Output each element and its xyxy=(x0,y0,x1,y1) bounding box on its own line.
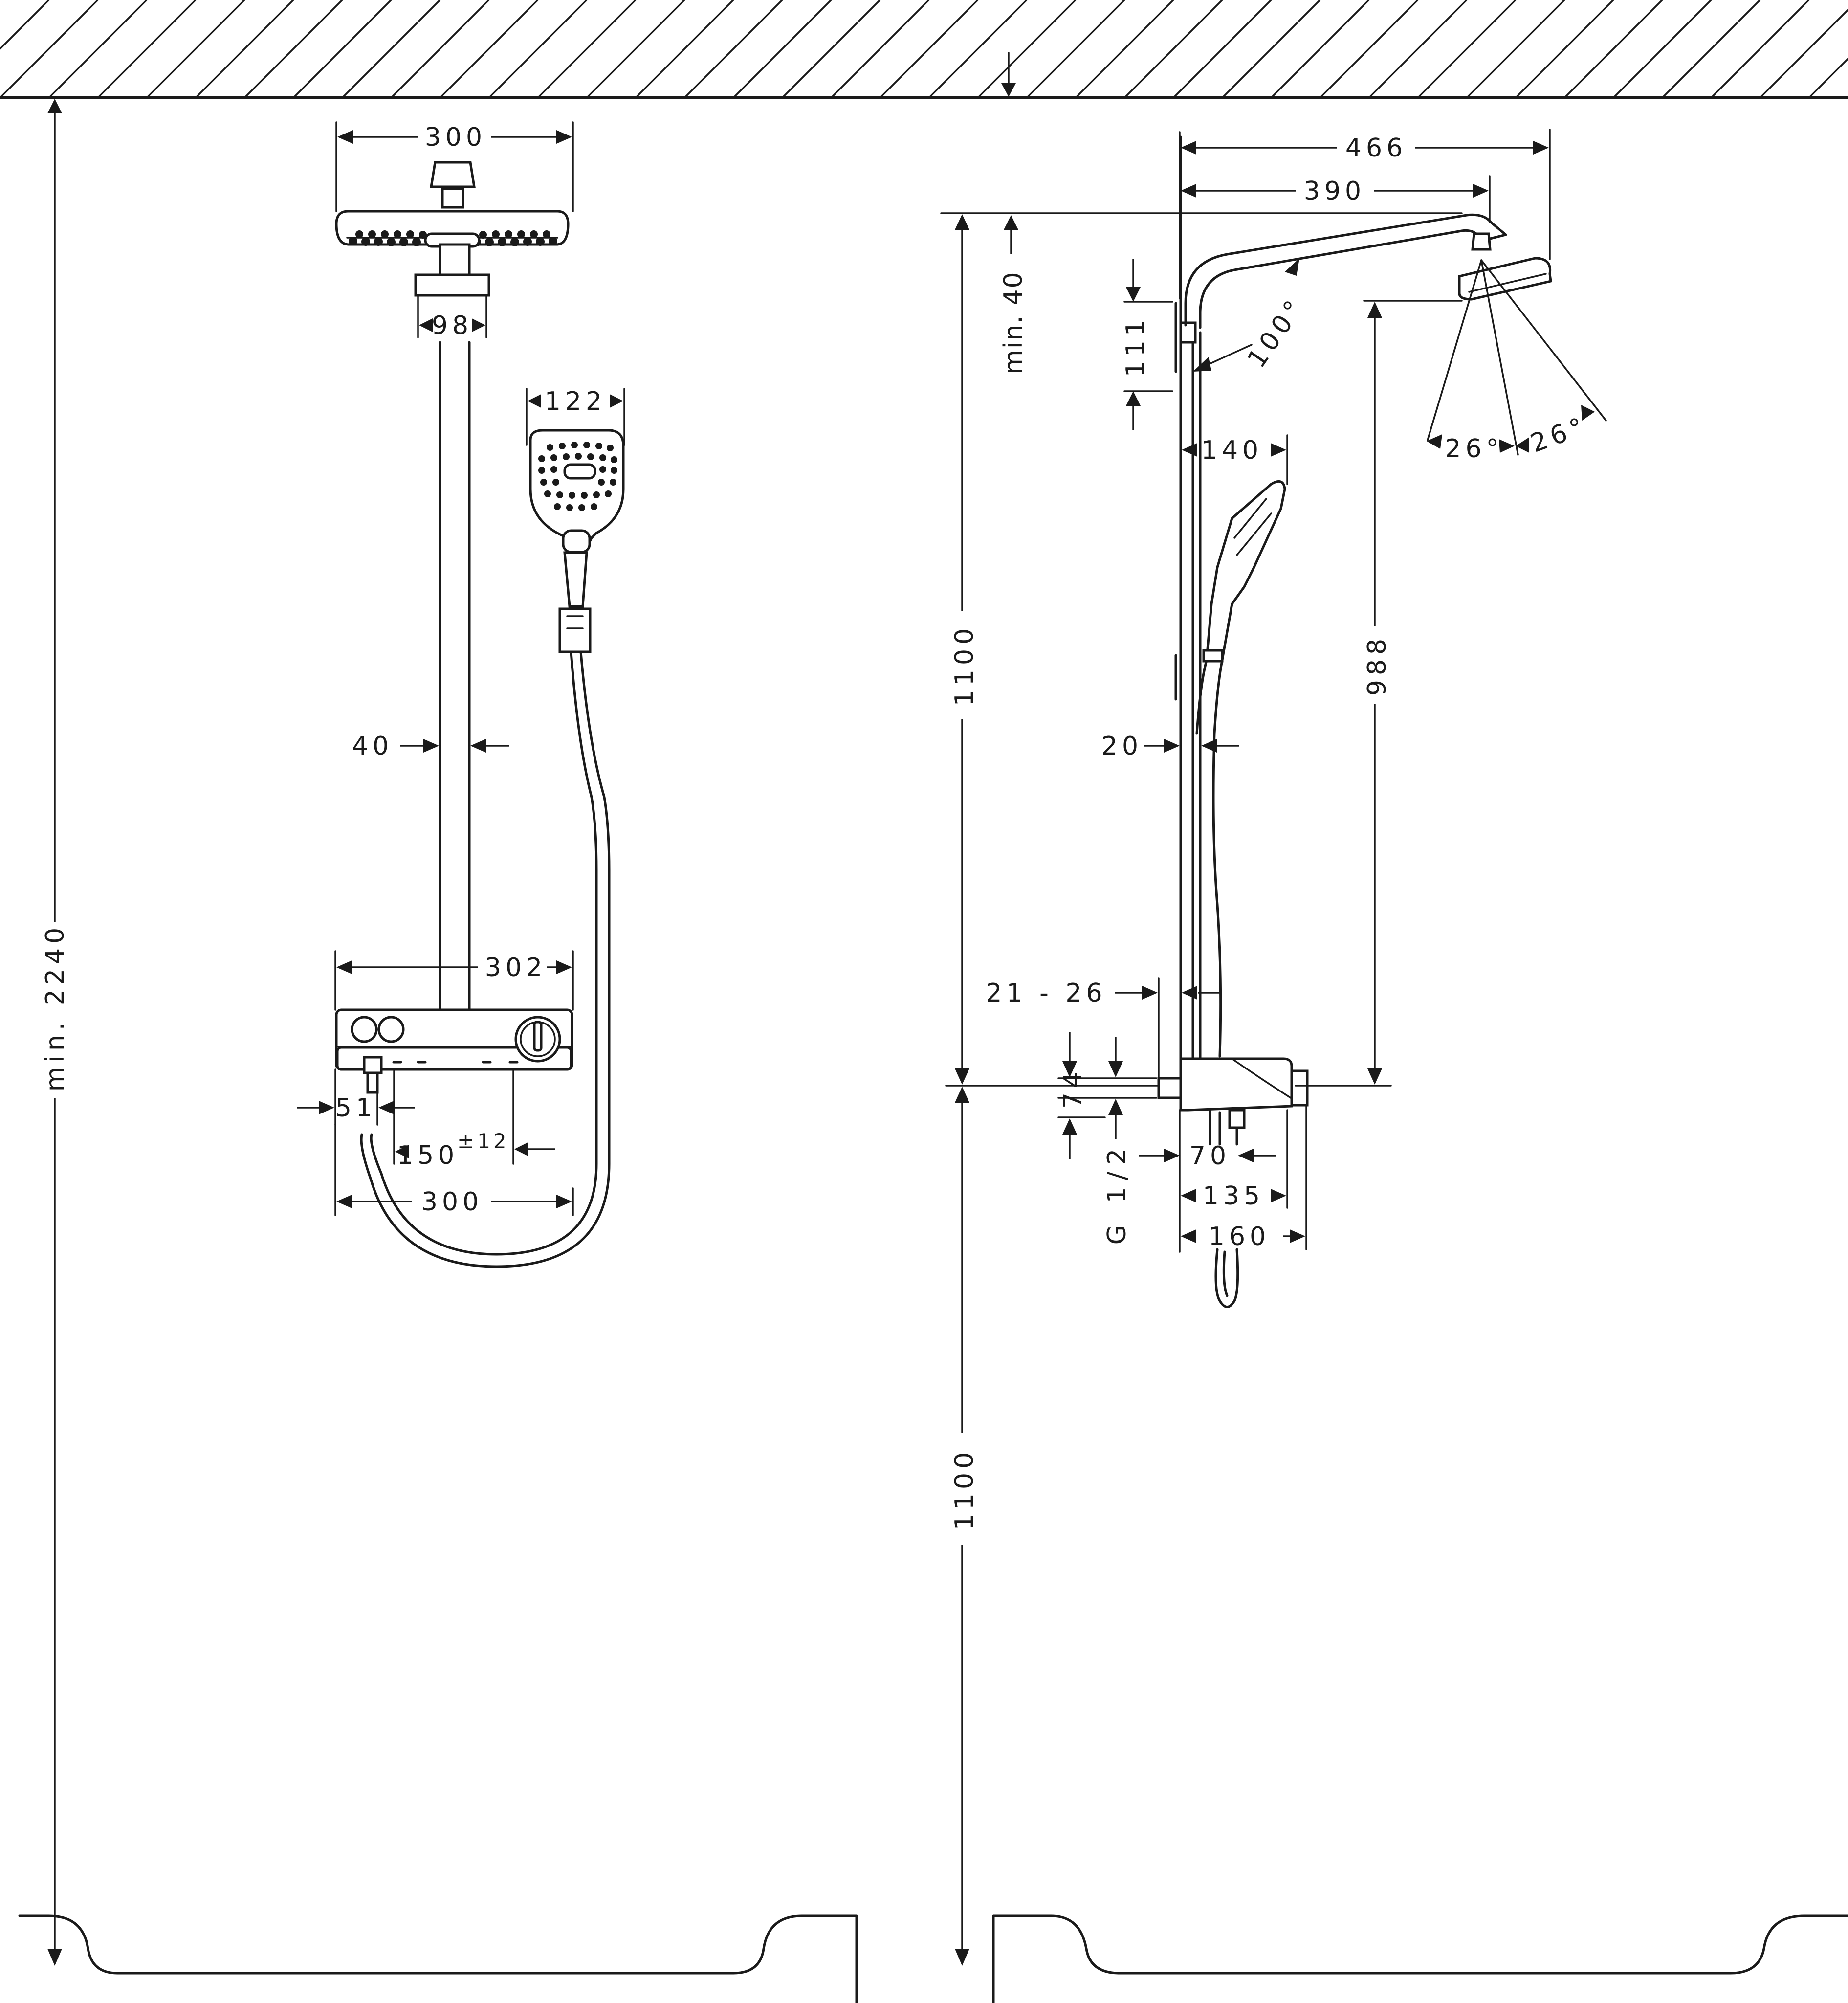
svg-text:122: 122 xyxy=(545,387,606,416)
hose-front xyxy=(360,650,611,1268)
svg-text:min. 40: min. 40 xyxy=(999,271,1028,374)
dim-head-to-thermostat: 988 xyxy=(1295,300,1463,1087)
svg-text:160: 160 xyxy=(1209,1222,1270,1251)
side-view: 466 390 min. 40 111 xyxy=(940,129,1607,1966)
hand-shower-nozzles xyxy=(538,442,617,511)
svg-text:20: 20 xyxy=(1101,732,1143,761)
svg-text:40: 40 xyxy=(352,732,393,761)
dim-spray-angles: 26° 26° xyxy=(1445,411,1591,464)
svg-text:±12: ±12 xyxy=(457,1129,509,1153)
thermostat-front xyxy=(335,1008,573,1094)
ceiling xyxy=(0,0,1848,99)
dim-lower-height: 1100 xyxy=(950,1087,979,1966)
dim-wall-gap: 21 - 26 xyxy=(986,977,1220,1079)
thermostat-side xyxy=(1157,1057,1309,1308)
svg-text:135: 135 xyxy=(1203,1181,1264,1211)
svg-text:26°: 26° xyxy=(1445,434,1503,464)
dim-thermostat-height: 74 xyxy=(1057,1032,1157,1159)
floor-left xyxy=(18,1914,858,2003)
svg-text:390: 390 xyxy=(1304,177,1365,206)
svg-text:70: 70 xyxy=(1189,1141,1231,1171)
dim-thermostat-width: 302 xyxy=(334,950,574,1011)
dim-tilt-angle: 100° xyxy=(1193,258,1311,374)
svg-text:98: 98 xyxy=(432,311,473,340)
hand-shower-side xyxy=(1195,480,1286,1058)
svg-text:1100: 1100 xyxy=(950,1448,979,1530)
riser-pipe-front xyxy=(439,341,471,1011)
svg-text:26°: 26° xyxy=(1527,411,1592,458)
svg-text:100°: 100° xyxy=(1242,292,1311,374)
dim-connection: G 1/2 70 xyxy=(1102,1141,1276,1245)
dim-outlet-offset: 51 xyxy=(297,1068,415,1126)
svg-text:300: 300 xyxy=(421,1187,483,1217)
overhead-shower xyxy=(335,161,570,248)
svg-text:140: 140 xyxy=(1201,436,1263,465)
spray-cone xyxy=(1427,259,1607,456)
dim-projection-arm: 390 xyxy=(1181,175,1491,223)
dim-pipe-diameter: 40 xyxy=(352,732,509,761)
svg-text:G 1/2: G 1/2 xyxy=(1102,1142,1132,1245)
floor-right xyxy=(992,1914,1848,2003)
dim-hand-shower-width: 122 xyxy=(526,387,625,446)
dim-arm-width: 98 xyxy=(417,294,487,340)
svg-text:74: 74 xyxy=(1058,1068,1088,1109)
dim-shelf-width: 300 xyxy=(334,1124,574,1217)
shower-arm-front xyxy=(414,243,490,297)
dim-hand-shower-projection: 140 xyxy=(1182,434,1288,485)
svg-text:988: 988 xyxy=(1363,634,1392,696)
overhead-shower-side xyxy=(1458,257,1552,301)
dim-head-width: 300 xyxy=(335,121,574,212)
ceiling-hatch xyxy=(0,0,1848,98)
dim-projection-total: 466 xyxy=(1179,129,1551,299)
svg-text:51: 51 xyxy=(335,1093,376,1123)
hand-shower-front xyxy=(529,429,625,653)
overhead-nozzles xyxy=(349,230,557,246)
shower-arm-side xyxy=(1184,213,1507,329)
svg-text:300: 300 xyxy=(425,123,486,152)
dim-centres: 150 ±12 xyxy=(393,1070,555,1170)
dim-upper-height: 1100 xyxy=(950,214,979,1085)
svg-text:21 - 26: 21 - 26 xyxy=(986,979,1106,1008)
dim-thermostat-depth: 135 xyxy=(1179,1109,1288,1253)
svg-text:466: 466 xyxy=(1345,134,1407,163)
front-view: min. 2240 xyxy=(41,99,625,1966)
svg-text:111: 111 xyxy=(1121,315,1150,377)
svg-text:302: 302 xyxy=(485,953,547,982)
dim-min-ceiling: min. 40 xyxy=(999,215,1028,375)
svg-text:1100: 1100 xyxy=(950,624,979,706)
dim-slide-length: 111 xyxy=(1121,259,1173,430)
dim-overall-depth: 160 xyxy=(1181,1105,1307,1251)
front-total-height-dim: min. 2240 xyxy=(41,99,70,1966)
dim-rail-diameter: 20 xyxy=(1101,732,1239,761)
svg-text:150: 150 xyxy=(397,1141,459,1170)
dim-min-2240: min. 2240 xyxy=(41,923,70,1091)
